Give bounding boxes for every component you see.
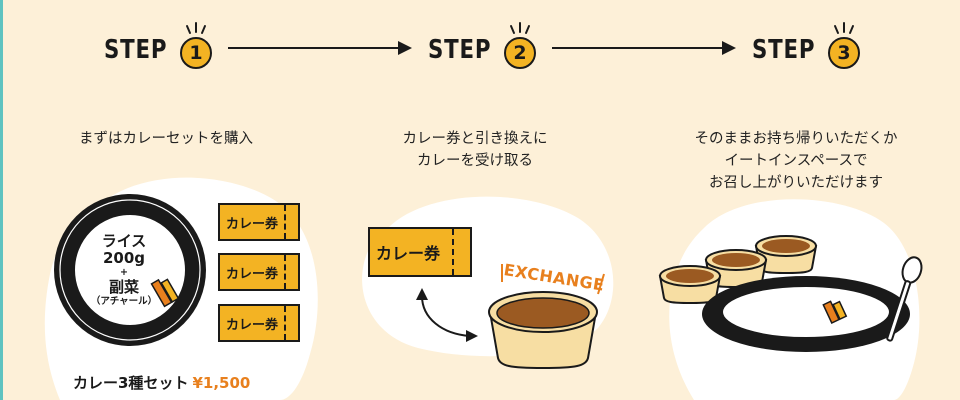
step-2-caption: カレー券と引き換えに カレーを受け取る — [370, 128, 580, 172]
plate-rice-label: ライス — [101, 232, 147, 250]
ticket-stub — [284, 306, 298, 340]
ticket-label: カレー券 — [226, 266, 279, 282]
ticket-stub — [284, 205, 298, 239]
step-3-caption: そのままお持ち帰りいただくか イートインスペースで お召し上がりいただけます — [676, 128, 916, 194]
eat-in-curry-set-icon — [658, 235, 923, 352]
spoon-icon — [886, 256, 923, 342]
sparkle-icon — [510, 22, 530, 34]
plate-plus: + — [120, 267, 128, 278]
step-1-label: STEP — [104, 35, 168, 65]
curry-set-title: カレー3種セット¥1,500 — [73, 372, 250, 393]
caption-line: カレーを受け取る — [417, 153, 533, 169]
caption-line: まずはカレーセットを購入 — [79, 131, 253, 147]
exchange-bracket-right — [597, 273, 605, 295]
plate-side-detail: （アチャール） — [90, 296, 158, 307]
step-1-caption: まずはカレーセットを購入 — [66, 128, 266, 150]
set-name: カレー3種セット — [73, 374, 189, 392]
plate-contents: ライス 200g + 副菜 （アチャール） — [86, 233, 162, 308]
step-3-badge: 3 — [826, 22, 862, 72]
exchange-arrow-icon — [416, 288, 478, 342]
step-1-badge: 1 — [178, 22, 214, 72]
step-2-header: STEP 2 — [428, 22, 538, 72]
step-2-label: STEP — [428, 35, 492, 65]
curry-cup-icon — [704, 249, 768, 289]
step-3-label: STEP — [752, 35, 816, 65]
set-price: ¥1,500 — [192, 374, 251, 392]
step-2-number: 2 — [504, 37, 536, 69]
curry-ticket: カレー券 — [218, 203, 300, 241]
ticket-stub — [452, 229, 470, 275]
step-1-number: 1 — [180, 37, 212, 69]
curry-plate-icon — [54, 194, 206, 346]
arrow-right-icon — [552, 41, 736, 55]
ticket-stub — [284, 255, 298, 289]
exchange-bracket-left — [501, 264, 503, 282]
ticket-label: カレー券 — [376, 244, 441, 263]
plate-rice-amount: 200g — [102, 249, 146, 267]
caption-line: そのままお持ち帰りいただくか — [694, 131, 898, 147]
ticket-label: カレー券 — [226, 317, 279, 333]
curry-cup-icon — [754, 235, 818, 275]
curry-ticket: カレー券 — [218, 304, 300, 342]
curry-ticket-large: カレー券 — [368, 227, 472, 277]
caption-line: イートインスペースで — [724, 153, 868, 169]
ticket-label: カレー券 — [226, 216, 279, 232]
step-2-badge: 2 — [502, 22, 538, 72]
sparkle-icon — [834, 22, 854, 34]
caption-line: カレー券と引き換えに — [402, 131, 548, 147]
curry-ticket: カレー券 — [218, 253, 300, 291]
curry-bowl-icon — [488, 291, 598, 370]
left-edge-bar — [0, 0, 3, 400]
curry-cup-icon — [658, 265, 722, 305]
caption-line: お召し上がりいただけます — [709, 175, 883, 191]
step-1-header: STEP 1 — [104, 22, 214, 72]
sparkle-icon — [186, 22, 206, 34]
step-3-number: 3 — [828, 37, 860, 69]
step-3-header: STEP 3 — [752, 22, 862, 72]
plate-side-label: 副菜 — [108, 278, 139, 296]
arrow-right-icon — [228, 41, 412, 55]
